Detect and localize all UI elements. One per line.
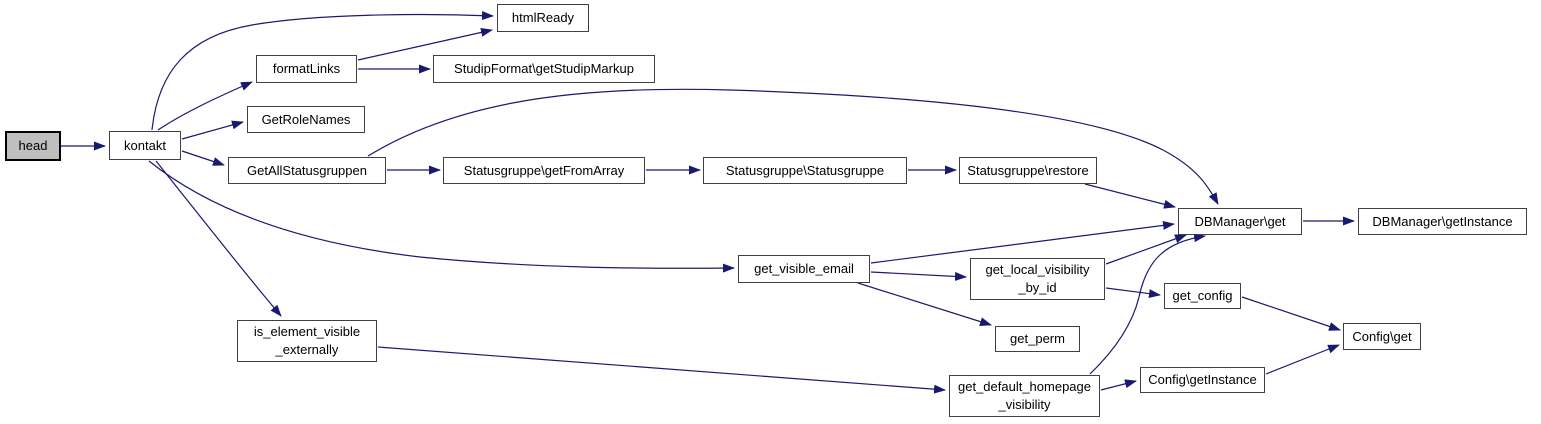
edge-get_config-config_get	[1241, 296, 1341, 331]
node-statusgruppe-restore[interactable]: Statusgruppe\restore	[959, 157, 1097, 184]
edge-statusgruppe_restore-dbmanager_get	[1084, 183, 1176, 209]
node-is-element-visible-externally[interactable]: is_element_visible _externally	[237, 320, 377, 362]
node-htmlready[interactable]: htmlReady	[497, 4, 589, 32]
node-studipformat-getstudipmarkup[interactable]: StudipFormat\getStudipMarkup	[433, 55, 655, 83]
node-getallstatusgruppen[interactable]: GetAllStatusgruppen	[228, 157, 386, 184]
edge-config_getInstance-config_get	[1265, 344, 1340, 375]
node-dbmanager-getinstance[interactable]: DBManager\getInstance	[1358, 208, 1527, 235]
edge-get_local_visibility_by_id-dbmanager_get	[1105, 234, 1187, 265]
edge-get_default_homepage_visibility-dbmanager_get	[1089, 233, 1206, 375]
node-get-local-visibility-by-id[interactable]: get_local_visibility _by_id	[970, 258, 1105, 300]
node-kontakt[interactable]: kontakt	[109, 131, 181, 160]
node-get-config[interactable]: get_config	[1164, 283, 1241, 309]
node-statusgruppe-statusgruppe[interactable]: Statusgruppe\Statusgruppe	[703, 157, 907, 184]
node-config-getinstance[interactable]: Config\getInstance	[1140, 367, 1265, 393]
edge-get_visible_email-get_local_visibility_by_id	[870, 271, 967, 281]
node-get-visible-email[interactable]: get_visible_email	[738, 255, 870, 283]
edge-get_visible_email-dbmanager_get	[870, 220, 1175, 264]
edge-kontakt-is_element_visible_externally	[155, 160, 282, 317]
edge-get_local_visibility_by_id-get_config	[1105, 287, 1161, 299]
edge-kontakt-formatLinks	[157, 81, 253, 131]
node-get-perm[interactable]: get_perm	[995, 326, 1080, 352]
node-head: head	[5, 131, 61, 161]
node-statusgruppe-getfromarray[interactable]: Statusgruppe\getFromArray	[443, 157, 645, 184]
node-dbmanager-get[interactable]: DBManager\get	[1178, 208, 1302, 235]
edge-kontakt-GetAllStatusgruppen	[181, 150, 225, 166]
node-formatlinks[interactable]: formatLinks	[256, 55, 357, 83]
node-config-get[interactable]: Config\get	[1343, 323, 1421, 350]
edge-kontakt-htmlReady	[151, 11, 494, 131]
node-getrolenames[interactable]: GetRoleNames	[247, 106, 365, 133]
edge-get_visible_email-get_perm	[857, 282, 992, 326]
edge-GetAllStatusgruppen-dbmanager_get	[367, 88, 1219, 205]
node-get-default-homepage-visibility[interactable]: get_default_homepage _visibility	[949, 375, 1100, 417]
edge-get_default_homepage_visibility-config_getInstance	[1100, 379, 1137, 391]
edge-kontakt-GetRoleNames	[181, 120, 244, 140]
edge-kontakt-get_visible_email	[148, 160, 735, 273]
edge-is_element_visible_externally-get_default_homepage_visibility	[377, 346, 946, 394]
edge-formatLinks-htmlReady	[357, 28, 493, 61]
